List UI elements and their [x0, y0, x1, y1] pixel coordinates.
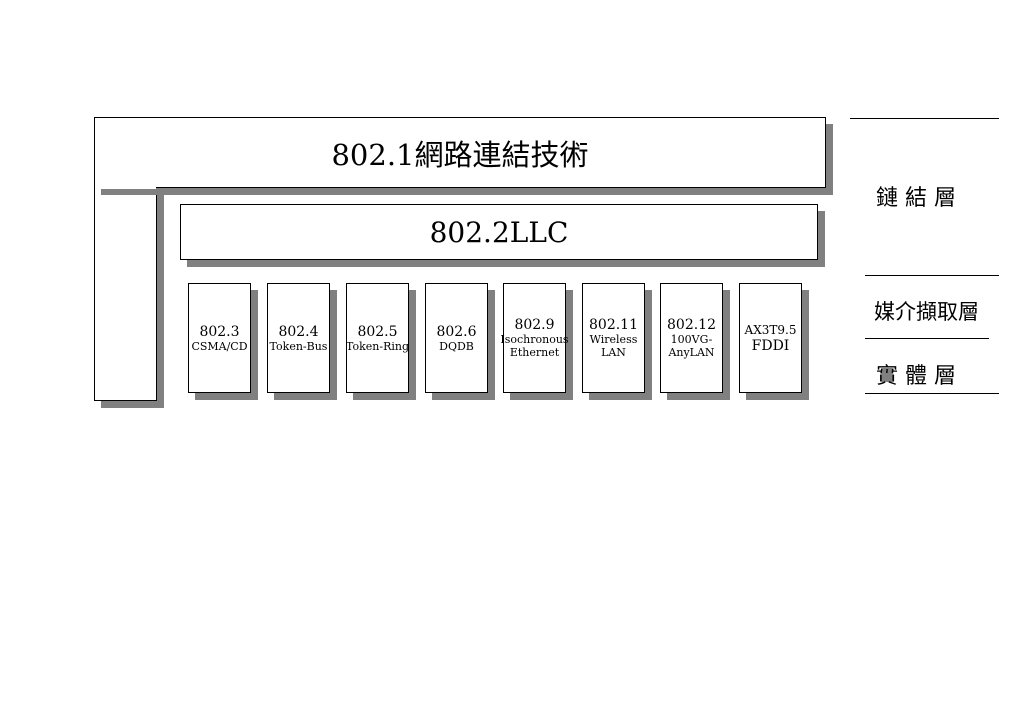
- standard-number: 802.6: [436, 323, 477, 340]
- ieee-8021-title: 802.1網路連結技術: [331, 137, 589, 172]
- standard-desc: Isochronous: [500, 333, 569, 346]
- layer-divider-link-mac: [865, 275, 999, 276]
- standard-desc: AnyLAN: [668, 346, 715, 359]
- standard-box-8023: 802.3 CSMA/CD: [188, 283, 251, 393]
- standard-desc: Token-Ring: [346, 339, 410, 353]
- standard-box-8025: 802.5 Token-Ring: [346, 283, 409, 393]
- standard-desc: CSMA/CD: [191, 339, 248, 353]
- standard-number: 802.12: [667, 317, 716, 333]
- standard-box-8024: 802.4 Token-Bus: [267, 283, 330, 393]
- standard-desc: Wireless: [589, 333, 638, 346]
- standard-desc: DQDB: [439, 339, 474, 353]
- frame-join-cover: [95, 186, 156, 189]
- layer-label-link: 鏈 結 層: [876, 186, 956, 211]
- standard-desc: LAN: [601, 346, 626, 359]
- standard-box-fddi: AX3T9.5 FDDI: [739, 283, 802, 393]
- llc-box: 802.2LLC: [180, 204, 818, 260]
- ieee-8021-frame-side: [94, 187, 157, 401]
- layer-label-mac: 媒介擷取層: [874, 300, 979, 324]
- standard-box-8029: 802.9 Isochronous Ethernet: [500, 283, 569, 393]
- standard-number: 802.4: [278, 323, 319, 340]
- standard-desc: Token-Bus: [269, 339, 328, 353]
- standard-number: 802.9: [514, 317, 555, 333]
- layer-label-physical: 實 體 層: [876, 364, 956, 389]
- standard-number: 802.5: [357, 323, 398, 340]
- standard-number: 802.3: [199, 323, 240, 340]
- standard-box-8026: 802.6 DQDB: [425, 283, 488, 393]
- standard-desc: 100VG-: [670, 333, 713, 346]
- layer-divider-bottom: [865, 393, 999, 394]
- ieee-8021-frame-top: [94, 117, 826, 188]
- standard-desc: FDDI: [751, 338, 790, 354]
- standard-number: AX3T9.5: [744, 323, 797, 337]
- standard-desc: Ethernet: [509, 346, 560, 359]
- standard-number: 802.11: [589, 317, 638, 333]
- layer-divider-mac-physical: [865, 338, 989, 339]
- standard-box-80212: 802.12 100VG- AnyLAN: [660, 283, 723, 393]
- standard-box-80211: 802.11 Wireless LAN: [582, 283, 645, 393]
- layer-divider-top: [850, 118, 999, 119]
